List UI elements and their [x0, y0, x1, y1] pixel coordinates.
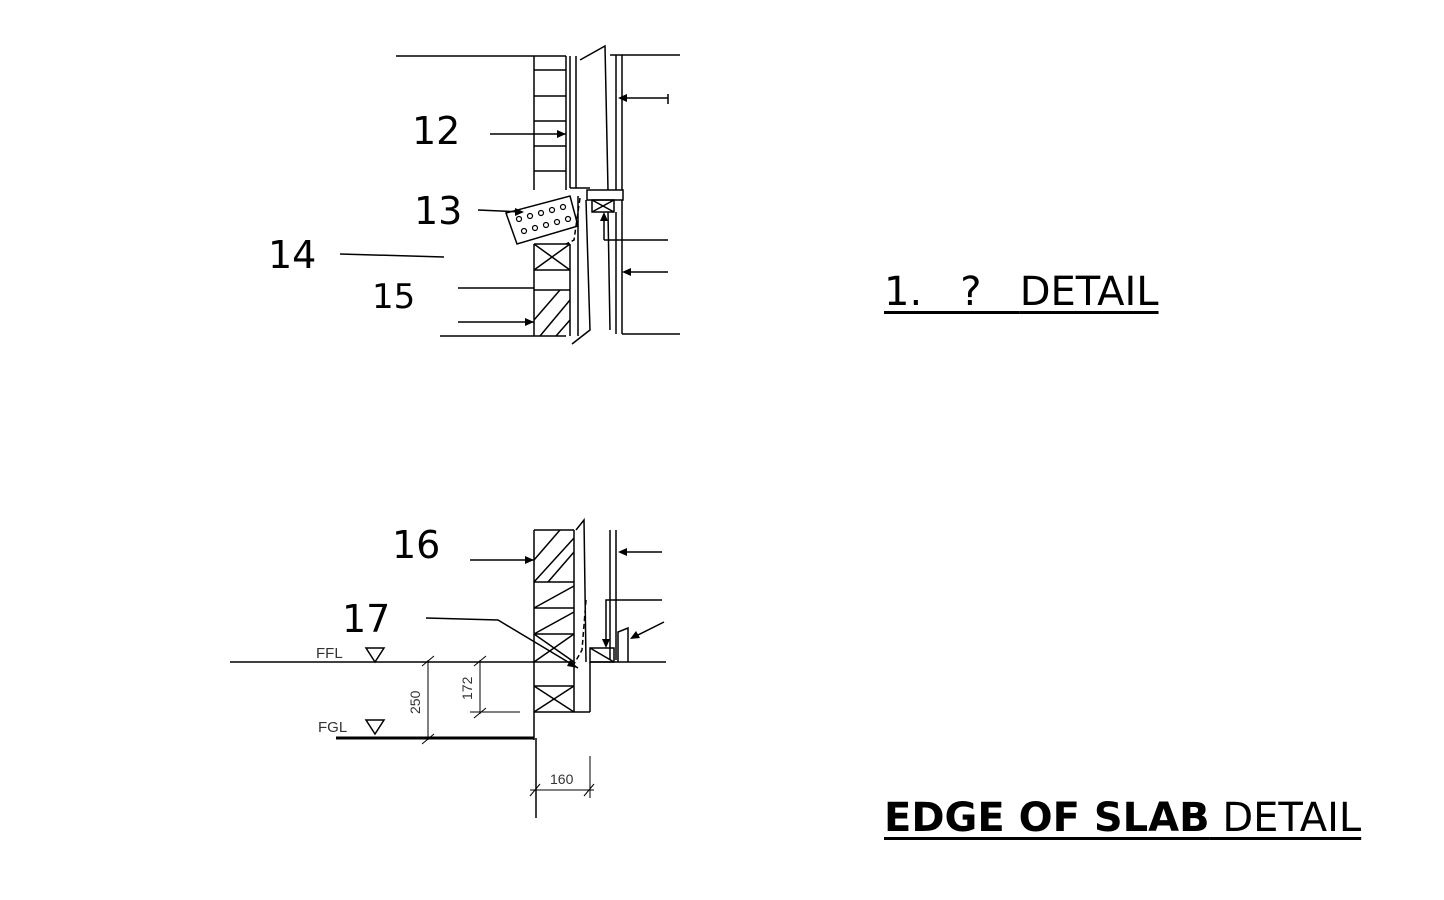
edge-of-slab-title-bold: EDGE OF SLAB [884, 795, 1210, 841]
edge-of-slab-detail-drawing [230, 517, 666, 818]
callout-14: 14 [268, 233, 317, 277]
wall-sill-detail-drawing [339, 44, 680, 345]
detail-1-title-prefix: 1. ? [884, 269, 1020, 315]
edge-of-slab-title-regular: DETAIL [1209, 795, 1362, 841]
dimension-160: 160 [550, 771, 574, 787]
edge-of-slab-title: EDGE OF SLAB DETAIL [884, 798, 1361, 838]
detail-1-title: 1. ? DETAIL [884, 272, 1159, 312]
callout-15: 15 [372, 277, 416, 317]
callout-12: 12 [412, 109, 461, 153]
callout-17: 17 [342, 597, 391, 641]
fgl-level-label: FGL [318, 719, 347, 736]
ffl-level-label: FFL [316, 645, 343, 662]
callout-13: 13 [414, 189, 463, 233]
callout-16: 16 [392, 523, 441, 567]
perforated-sill-brick [515, 203, 572, 235]
dimension-172: 172 [459, 676, 475, 700]
detail-1-title-suffix: DETAIL [1019, 269, 1159, 315]
dimension-250: 250 [407, 690, 423, 714]
